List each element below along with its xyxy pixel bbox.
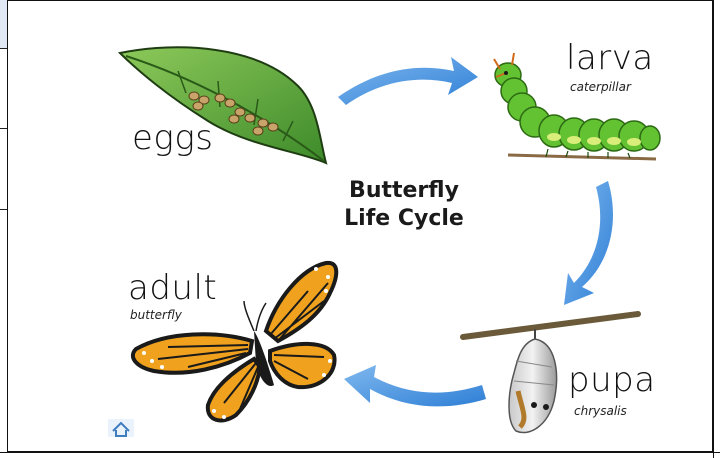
strip-cell	[0, 49, 7, 129]
arrow-eggs-to-larva	[338, 57, 478, 105]
frame-rule	[713, 0, 714, 458]
arrow-larva-to-pupa	[564, 181, 613, 305]
sublabel-butterfly: butterfly	[130, 309, 182, 321]
label-pupa: pupa	[568, 363, 656, 397]
label-larva: larva	[566, 41, 654, 75]
life-cycle-diagram: eggs larva caterpillar adult butterfly p…	[8, 1, 712, 451]
sublabel-caterpillar: caterpillar	[570, 81, 631, 93]
label-eggs: eggs	[132, 121, 213, 155]
sublabel-chrysalis: chrysalis	[574, 405, 627, 417]
strip-cell	[0, 129, 7, 210]
home-button[interactable]	[108, 419, 134, 437]
arrow-pupa-to-adult	[344, 365, 486, 406]
frame-rule	[0, 452, 720, 453]
left-strip	[0, 0, 7, 458]
diagram-title: Butterfly Life Cycle	[334, 177, 474, 233]
label-adult: adult	[128, 271, 217, 305]
home-icon	[108, 419, 134, 437]
strip-cell	[0, 0, 7, 49]
diagram-title-line-1: Butterfly	[334, 177, 474, 205]
diagram-title-line-2: Life Cycle	[334, 205, 474, 233]
